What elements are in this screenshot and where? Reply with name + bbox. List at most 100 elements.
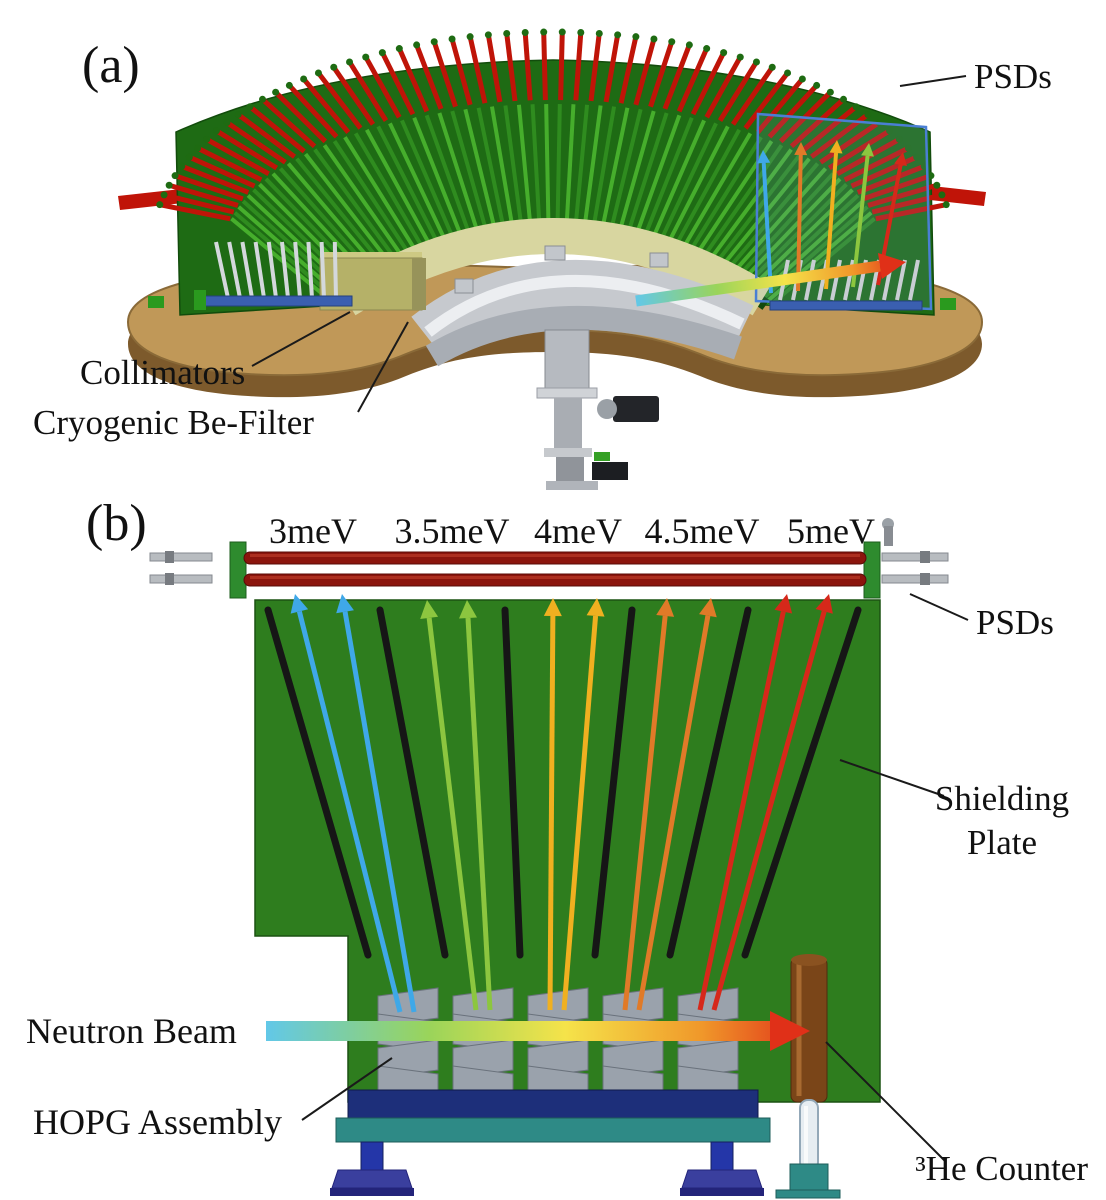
sample-column [536, 329, 659, 490]
psd-tube-tip [156, 201, 164, 209]
psd-tube [541, 31, 548, 101]
detector-fin [582, 105, 603, 232]
energy-arrow-head [699, 598, 717, 618]
analyzer-vane [306, 241, 314, 299]
psd-tube [843, 145, 910, 183]
detector-fin [313, 148, 400, 264]
detector-fin [295, 157, 388, 271]
psd-tube [180, 163, 250, 195]
foot-pad [330, 1188, 414, 1196]
psd-tube-tip [942, 201, 950, 209]
psd-tube-tip [246, 103, 254, 111]
filter-clamp [454, 278, 474, 294]
psd-tube [504, 33, 518, 102]
leader-psds-a [899, 75, 967, 87]
holder-base [775, 1189, 841, 1199]
psd-tube-tip [938, 191, 946, 199]
psd-tube-tip [895, 135, 903, 143]
motor-lower [592, 462, 628, 480]
energy-arrow-3d-head [794, 142, 808, 156]
psd-tube [273, 90, 328, 144]
energy-arrow-shaft [711, 610, 827, 1011]
plate-clamp [148, 296, 164, 308]
psd-tube-tip [466, 33, 474, 41]
detector-fin [723, 162, 820, 274]
analyzer-vane [319, 241, 326, 299]
panel-b: (b) 3meV 3.5meV 4meV 4.5meV 5meV PSDs Sh… [26, 495, 1088, 1199]
psd-tube-tip [362, 53, 370, 61]
energy-arrow-head [336, 594, 354, 614]
detector-fin [332, 139, 413, 258]
base-bar-navy [347, 1089, 759, 1119]
psd-tube [380, 51, 416, 116]
energy-arrow-head [420, 600, 439, 619]
detector-fin [530, 104, 542, 231]
analyzer-vane [227, 241, 242, 299]
detector-fin [503, 105, 524, 232]
detector-fin [756, 205, 869, 305]
energy-arrow-shaft [426, 617, 479, 1011]
leader-psds-b [909, 593, 969, 621]
leader-he3 [825, 1041, 947, 1163]
psd-tube [767, 83, 819, 139]
analyzer-vane [332, 241, 338, 299]
psd-tube [633, 38, 657, 106]
rail-left [201, 295, 353, 307]
detector-fin [665, 125, 730, 247]
he3-counter-label: ³He Counter [915, 1149, 1088, 1188]
detector-fin [573, 104, 590, 231]
psd-tube [662, 44, 692, 110]
psds-a-label: PSDs [974, 57, 1052, 96]
psd-tube [260, 97, 317, 149]
psd-tube-tip [927, 172, 935, 180]
filter-clamp [544, 245, 566, 261]
detector-fin [672, 128, 741, 250]
psd-tube-tip [650, 35, 658, 43]
psd-tube-1 [243, 551, 867, 565]
energy-arrow-head [290, 594, 309, 614]
psd-tube [789, 97, 846, 149]
panel-b-label: (b) [86, 495, 147, 552]
psd-tube [196, 145, 263, 183]
psd-tube [347, 60, 389, 122]
psd-tube-tip [826, 88, 834, 96]
energy-arrow-head [459, 600, 477, 619]
shielding-label-line1: Shielding [935, 779, 1069, 818]
energy-arrow-shaft [296, 610, 403, 1013]
psd-tube-tip [300, 75, 308, 83]
beam-a-head [878, 253, 906, 279]
psd-tube [690, 51, 726, 116]
detector-fin [555, 103, 562, 231]
leader-be-filter [357, 321, 409, 413]
fitting-nub [165, 573, 174, 585]
energy-label-3-5mev: 3.5meV [395, 511, 510, 551]
psd-tube [618, 36, 639, 104]
energy-arrow-head [586, 598, 605, 617]
he3-counter [775, 954, 841, 1199]
panel-a: (a) PSDs Collimators Cryogenic Be-Filter [33, 28, 1052, 490]
psd-tube-tip [736, 53, 744, 61]
energy-arrow-shaft [342, 611, 417, 1013]
psd-tube-tip [165, 181, 173, 189]
psd-tube-tip [904, 144, 912, 152]
detector-fin [608, 108, 643, 235]
psd-tube-tip [886, 127, 894, 135]
fitting-nub [920, 573, 930, 585]
psd-tube-tip [171, 172, 179, 180]
psd-tube [163, 192, 235, 215]
energy-arrow-shaft [697, 611, 786, 1011]
foot-stem [710, 1141, 734, 1171]
psd-tube-tip [285, 81, 293, 89]
detector-fin [476, 107, 507, 234]
be-filter-arc-glint [424, 274, 745, 337]
psd-tube-tip [430, 38, 438, 46]
psd-tube-tip [314, 69, 322, 77]
psd-tube [225, 120, 287, 165]
handle-bar-left [118, 188, 192, 210]
detector-fin [729, 167, 828, 278]
analyzer-vane [240, 241, 254, 299]
detector-fin [376, 125, 441, 247]
fitting-left [149, 574, 213, 584]
energy-label-4mev: 4meV [534, 511, 622, 551]
